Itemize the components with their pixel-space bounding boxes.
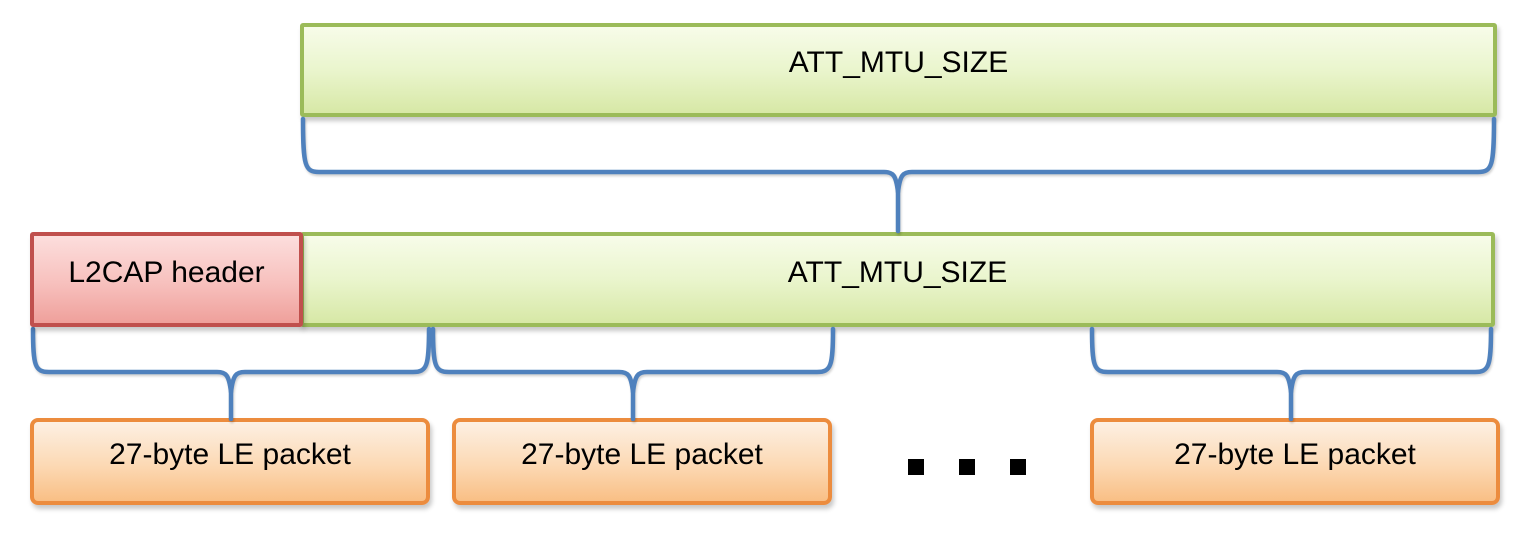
le-packet-box-2: 27-byte LE packet <box>452 418 832 505</box>
att-mtu-size-box-middle: ATT_MTU_SIZE <box>300 232 1495 327</box>
att-mtu-size-label-top: ATT_MTU_SIZE <box>788 46 1009 79</box>
att-mtu-size-box-top: ATT_MTU_SIZE <box>300 23 1497 117</box>
l2cap-header-label: L2CAP header <box>68 255 265 289</box>
ellipsis <box>908 458 1026 475</box>
le-packet-label-1: 27-byte LE packet <box>109 437 351 471</box>
att-mtu-size-label-middle: ATT_MTU_SIZE <box>787 255 1008 289</box>
le-packet-box-1: 27-byte LE packet <box>30 418 430 505</box>
ellipsis-dot <box>908 458 924 475</box>
ellipsis-dot <box>959 458 975 475</box>
le-packet-box-3: 27-byte LE packet <box>1090 418 1500 505</box>
ellipsis-dot <box>1010 458 1026 475</box>
brace-top-span <box>300 116 1497 195</box>
brace-packet-2-span <box>430 326 836 395</box>
le-packet-label-2: 27-byte LE packet <box>521 437 763 471</box>
l2cap-header-box: L2CAP header <box>30 232 303 327</box>
brace-packet-3-span <box>1089 326 1494 395</box>
brace-packet-1-span <box>30 326 432 395</box>
le-packet-label-3: 27-byte LE packet <box>1174 437 1416 471</box>
